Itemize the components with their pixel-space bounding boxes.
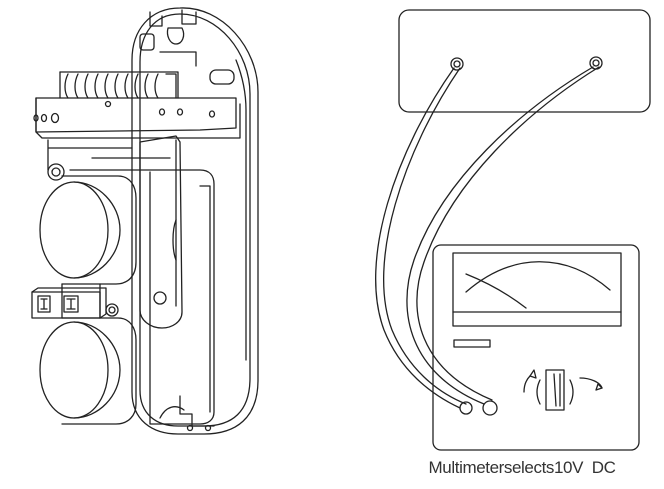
mount-hole (50, 112, 60, 124)
selector-dial (523, 369, 603, 411)
meter-display (452, 252, 622, 327)
upper-lens (39, 175, 137, 285)
detector-unit (31, 7, 259, 435)
terminal-block (33, 71, 241, 139)
meter-needle (465, 273, 527, 309)
detector-housing-outer (131, 7, 259, 435)
lens-frame (69, 169, 215, 425)
test-lead-left (375, 67, 467, 409)
hinge-arm (139, 135, 183, 329)
terminal-left (450, 57, 464, 71)
mode-indicator (453, 339, 491, 348)
top-slot (139, 33, 155, 51)
figure-caption: Multimeterselects10V DC (428, 458, 616, 477)
adjust-screw (105, 303, 119, 317)
connection-panel (398, 9, 651, 113)
multimeter-setup (375, 9, 651, 451)
multimeter (432, 244, 640, 451)
plug-left (459, 401, 473, 415)
top-clip-left (149, 11, 163, 27)
test-lead-right (406, 66, 600, 405)
top-clip-right (181, 9, 197, 25)
lower-lens (39, 317, 137, 425)
meter-scale-arc (465, 261, 611, 293)
side-button (209, 69, 235, 85)
indicator-led (47, 163, 65, 181)
plug-right (482, 400, 498, 416)
adjustment-block (31, 287, 119, 319)
multimeter-body (432, 244, 640, 451)
